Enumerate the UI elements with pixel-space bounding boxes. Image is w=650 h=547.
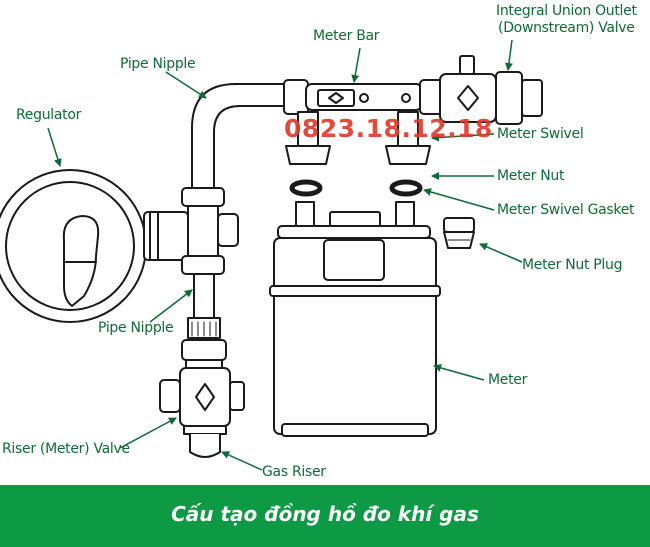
gas-meter-diagram <box>0 39 543 471</box>
riser-valve-drawing <box>159 317 245 435</box>
meter-nut-plug-drawing <box>443 217 475 249</box>
leader-arrows <box>47 39 523 471</box>
caption-banner: Cấu tạo đồng hồ đo khí gas <box>0 485 650 547</box>
tee-fitting-drawing <box>181 187 239 323</box>
label-meter-nut: Meter Nut <box>497 168 565 184</box>
regulator-drawing <box>0 169 189 323</box>
gaskets-drawing <box>289 179 423 197</box>
phone-watermark: 0823.18.12.18 <box>284 114 493 143</box>
curved-pipe-drawing <box>191 83 287 191</box>
label-riser-valve: Riser (Meter) Valve <box>2 441 130 457</box>
meter-bar-drawing <box>283 79 445 115</box>
gas-riser-drawing <box>189 433 221 458</box>
label-meter-swivel: Meter Swivel <box>497 126 584 142</box>
label-meter-swivel-gasket: Meter Swivel Gasket <box>497 202 635 218</box>
meter-swivels-drawing <box>285 111 431 165</box>
label-meter-nut-plug: Meter Nut Plug <box>522 257 623 273</box>
caption-text: Cấu tạo đồng hồ đo khí gas <box>171 502 479 526</box>
label-pipe-nipple-bottom: Pipe Nipple <box>98 320 174 336</box>
label-outlet-valve: Integral Union Outlet (Downstream) Valve <box>496 3 637 37</box>
label-meter: Meter <box>488 372 528 388</box>
label-meter-bar: Meter Bar <box>313 28 380 44</box>
label-regulator: Regulator <box>16 107 82 123</box>
label-gas-riser: Gas Riser <box>262 464 326 480</box>
outlet-valve-drawing <box>439 55 543 125</box>
meter-body-drawing <box>269 201 441 437</box>
label-outlet-valve-line1: Integral Union Outlet <box>496 3 637 19</box>
label-outlet-valve-line2: (Downstream) Valve <box>498 20 635 36</box>
label-pipe-nipple-top: Pipe Nipple <box>120 56 196 72</box>
